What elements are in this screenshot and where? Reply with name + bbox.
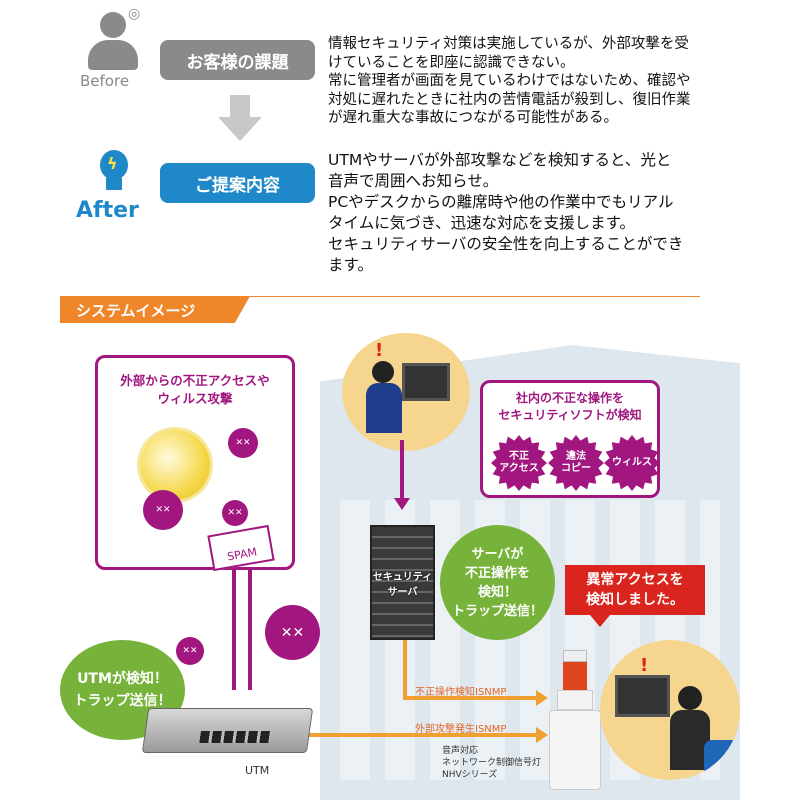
worried-person-icon: ◎ xyxy=(88,6,140,72)
before-label: Before xyxy=(80,72,130,90)
burst-unauthorized-access: 不正 アクセス xyxy=(491,435,547,491)
server-trap-bubble: サーバが 不正操作を 検知！ トラップ送信！ xyxy=(440,525,555,640)
proposal-pill: ご提案内容 xyxy=(160,163,315,203)
burst-illegal-copy: 違法 コピー xyxy=(548,435,604,491)
signal-tower xyxy=(545,650,605,790)
utm-device xyxy=(141,708,314,753)
spam-label: SPAM xyxy=(226,545,258,564)
detect-arrowhead xyxy=(394,498,410,510)
alert-icon: ! xyxy=(375,340,384,361)
section-divider xyxy=(60,296,700,297)
down-arrow-icon xyxy=(218,95,262,145)
virus-icon: ✕✕ xyxy=(265,605,320,660)
device-label: 音声対応 ネットワーク制御信号灯 NHVシリーズ xyxy=(442,746,542,780)
after-label: After xyxy=(76,198,139,223)
alert-message-box: 異常アクセスを 検知しました。 xyxy=(565,565,705,615)
alert-box-tail xyxy=(590,615,610,627)
snmp-arrow-2 xyxy=(305,733,538,737)
virus-icon: ✕✕ xyxy=(176,637,204,665)
office-worker-illustration xyxy=(342,333,470,451)
admin-worker-illustration xyxy=(600,640,740,780)
attack-arrow xyxy=(232,570,236,690)
utm-label: UTM xyxy=(245,764,270,777)
before-description: 情報セキュリティ対策は実施しているが、外部攻撃を受 けていることを即座に認識でき… xyxy=(328,36,691,126)
customer-issue-pill: お客様の課題 xyxy=(160,40,315,80)
virus-icon: ✕✕ xyxy=(228,428,258,458)
external-attack-text: 外部からの不正アクセスや ウィルス攻撃 xyxy=(120,373,270,406)
arrowhead xyxy=(536,690,548,706)
detect-arrow xyxy=(400,440,404,500)
snmp-label-2: 外部攻撃発生ISNMP xyxy=(415,724,507,735)
virus-icon: ✕✕ xyxy=(143,490,183,530)
snmp-label-1: 不正操作検知ISNMP xyxy=(415,687,507,698)
snmp-arrow-1 xyxy=(403,696,538,700)
alert-icon: ! xyxy=(640,655,649,676)
virus-icon: ✕✕ xyxy=(222,500,248,526)
security-server: セキュリティ サーバ xyxy=(370,525,435,640)
security-server-label: セキュリティ サーバ xyxy=(372,571,433,598)
globe-icon xyxy=(140,430,210,500)
arrowhead xyxy=(536,727,548,743)
burst-virus: ウィルス xyxy=(604,435,660,491)
internal-detection-text: 社内の不正な操作を セキュリティソフトが検知 xyxy=(498,391,642,422)
section-title: システムイメージ xyxy=(60,296,250,323)
snmp-arrow-line xyxy=(403,640,407,700)
after-description: UTMやサーバが外部攻撃などを検知すると、光と 音声で周囲へお知らせ。 PCやデ… xyxy=(328,151,684,274)
lightbulb-icon: ϟ xyxy=(92,140,136,196)
attack-arrow xyxy=(248,570,252,690)
